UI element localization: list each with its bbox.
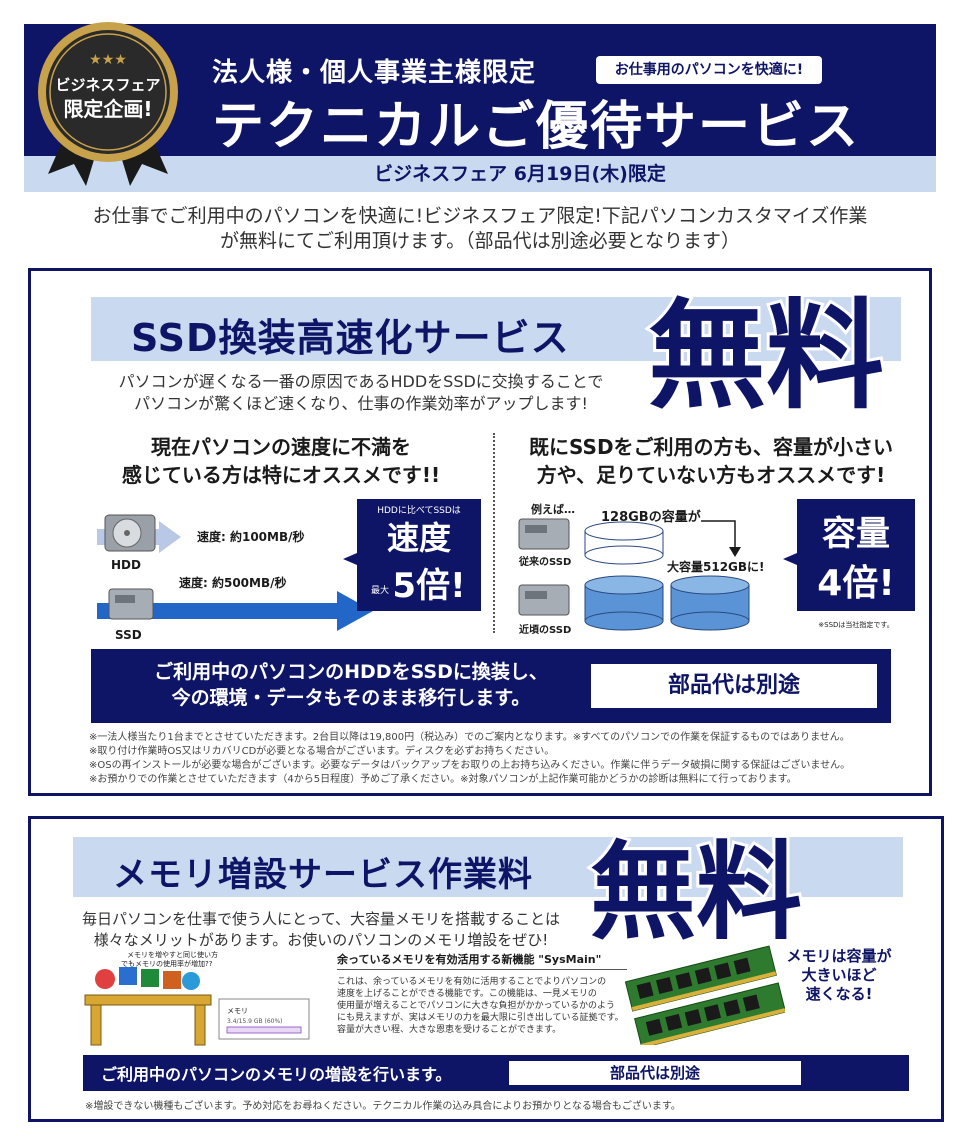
ssd-note-3: ※OSの再インストールが必要な場合がございます。必要なデータはバックアップをお取…: [89, 760, 851, 771]
free-text-ssd: 無料: [648, 287, 884, 415]
app-icon-cyan: [182, 972, 200, 990]
sysmain-block: 余っているメモリを有効活用する新機能 "SysMain" これは、余っているメモ…: [337, 951, 627, 1036]
ssd-note-1: ※一法人様当たり1台までとさせていただきます。2台目以降は19,800円（税込み…: [89, 732, 850, 743]
small-capacity-cylinder-icon: [584, 521, 664, 565]
new-ssd-icon: [518, 584, 570, 616]
sysmain-line4: にも見えますが、実はメモリの力を最大限に引き出している証拠です。: [337, 1013, 624, 1023]
ssd-label: SSD: [115, 628, 142, 642]
large-capacity-cylinder-icon-1: [584, 575, 664, 631]
medal-stars: ★★★: [89, 52, 127, 68]
sysmain-line1: これは、余っているメモリを有効に活用することでよりパソコンの: [337, 977, 607, 987]
ssd-icon: [108, 588, 154, 620]
large-capacity-cylinder-icon-2: [670, 575, 750, 631]
intro-text: お仕事でご利用中のパソコンを快適に!ビジネスフェア限定!下記パソコンカスタマイズ…: [60, 204, 900, 254]
free-badge-memory: 無料: [587, 828, 805, 945]
mem-value: 3.4/15.9 GB (60%): [227, 1018, 283, 1025]
ssd-arrow-icon: [97, 591, 373, 631]
bubble-line2: 大きいほど: [801, 966, 877, 984]
ssd-description: パソコンが遅くなる一番の原因であるHDDをSSDに交換することで パソコンが驚く…: [91, 371, 631, 415]
ssd-title: SSD換装高速化サービス: [131, 316, 570, 360]
memory-parts-label: 部品代は別途: [509, 1061, 801, 1085]
memory-title: メモリ増設サービス作業料: [113, 855, 533, 895]
capacity-badge: [797, 499, 915, 611]
memory-speech-bubble: メモリは容量が 大きいほど 速くなる!: [769, 947, 909, 1004]
medal-badge-icon: ★★★ ビジネスフェア 限定企画!: [38, 22, 178, 186]
ssd-service-section: SSD換装高速化サービス 無料 パソコンが遅くなる一番の原因であるHDDをSSD…: [28, 268, 932, 796]
header-pill-label: お仕事用のパソコンを快適に!: [596, 56, 822, 84]
medal-line1: ビジネスフェア: [55, 76, 160, 94]
memory-desc-line2: 様々なメリットがあります。お使いのパソコンのメモリ増設をぜひ!: [93, 931, 549, 949]
ssd-summary-line2: 今の環境・データもそのまま移行します。: [171, 687, 531, 709]
speed-badge-max: 最大: [371, 584, 389, 596]
right-head-line2: 方や、足りていない方もオススメです!: [536, 463, 886, 487]
old-ssd-icon: [518, 518, 570, 550]
memory-title-band: [73, 837, 903, 897]
sysmain-title: 余っているメモリを有効活用する新機能 "SysMain": [337, 951, 627, 970]
cap-badge1: 容量: [822, 514, 890, 554]
hdd-speed: 速度: 約100MB/秒: [197, 529, 305, 544]
speed-badge: [357, 499, 481, 611]
speed-badge-big2: 5倍!: [392, 566, 465, 606]
ssd-speed: 速度: 約500MB/秒: [179, 575, 287, 590]
left-head-line1: 現在パソコンの速度に不満を: [151, 435, 411, 459]
ssd-desc-line2: パソコンが驚くほど速くなり、仕事の作業効率がアップします!: [134, 394, 588, 413]
bubble-line3: 速くなる!: [805, 985, 873, 1003]
arrow-down-icon: [701, 520, 736, 549]
app-icon-orange: [163, 971, 181, 989]
hdd-icon: [104, 514, 156, 552]
new-ssd-label: 近頃のSSD: [519, 623, 571, 636]
desk-caption1: メモリを増やすと同じ使い方: [127, 950, 218, 959]
ssd-parts-label: 部品代は別途: [591, 664, 877, 708]
mem-label: メモリ: [227, 1007, 248, 1015]
cap-large-label: 大容量512GBに!: [667, 559, 765, 574]
memory-service-section: メモリ増設サービス作業料 無料 毎日パソコンを仕事で使う人にとって、大容量メモリ…: [28, 816, 944, 1122]
ssd-left-heading: 現在パソコンの速度に不満を 感じている方は特にオススメです!!: [81, 433, 481, 489]
example-label: 例えば…: [531, 502, 575, 516]
desk-caption2: でもメモリの使用率が増加??: [121, 959, 213, 968]
header-date: ビジネスフェア 6月19日(木)限定: [24, 156, 936, 192]
sysmain-body: これは、余っているメモリを有効に活用することでよりパソコンの 速度を上げることが…: [337, 976, 627, 1036]
capacity-illustration: 例えば… 128GBの容量が 従来のSSD 大容量512GBに! 近頃のSSD: [518, 499, 915, 636]
ssd-note-4: ※お預かりでの作業とさせていただきます（4から5日程度）予めご了承ください。※対…: [89, 774, 797, 785]
speed-badge-small: HDDに比べてSSDは: [377, 504, 461, 516]
ssd-note-2: ※取り付け作業時OS又はリカバリCDが必要となる場合がございます。ディスクを必ず…: [89, 746, 555, 757]
ssd-desc-line1: パソコンが遅くなる一番の原因であるHDDをSSDに交換することで: [118, 372, 604, 391]
header-target-text: 法人様・個人事業主様限定: [212, 58, 537, 88]
medal-line2: 限定企画!: [63, 97, 152, 121]
ssd-notes: ※一法人様当たり1台までとさせていただきます。2台目以降は19,800円（税込み…: [89, 731, 909, 787]
intro-line2: が無料にてご利用頂けます。（部品代は別途必要となります）: [219, 230, 741, 252]
memory-description: 毎日パソコンを仕事で使う人にとって、大容量メモリを搭載することは 様々なメリット…: [71, 909, 571, 951]
ssd-summary-text: ご利用中のパソコンのHDDをSSDに換装し、 今の環境・データもそのまま移行しま…: [121, 659, 581, 711]
ssd-title-band: [91, 297, 901, 361]
memory-note: ※増設できない機種もございます。予め対応をお尋ねください。テクニカル作業の込み具…: [85, 1101, 681, 1112]
right-head-line1: 既にSSDをご利用の方も、容量が小さい: [529, 435, 893, 459]
ssd-right-heading: 既にSSDをご利用の方も、容量が小さい 方や、足りていない方もオススメです!: [501, 433, 921, 489]
ram-module-icon: [625, 945, 785, 1045]
speed-badge-big1: 速度: [387, 519, 451, 557]
memory-desc-line1: 毎日パソコンを仕事で使う人にとって、大容量メモリを搭載することは: [81, 910, 561, 928]
desk-app-illustration: メモリを増やすと同じ使い方 でもメモリの使用率が増加?? メモリ 3.4/15.…: [84, 950, 310, 1046]
page-title: テクニカルご優待サービス: [212, 97, 861, 157]
old-ssd-label: 従来のSSD: [518, 555, 571, 568]
left-head-line2: 感じている方は特にオススメです!!: [121, 463, 441, 487]
memory-summary-text: ご利用中のパソコンのメモリの増設を行います。: [101, 1065, 452, 1084]
ssd-summary-line1: ご利用中のパソコンのHDDをSSDに換装し、: [154, 661, 548, 683]
bubble-line1: メモリは容量が: [786, 947, 892, 965]
sysmain-line3: 使用量が増えることでパソコンに大きな負担がかかっているかのよう: [337, 1001, 616, 1011]
intro-line1: お仕事でご利用中のパソコンを快適に!ビジネスフェア限定!下記パソコンカスタマイズ…: [92, 205, 868, 227]
hdd-label: HDD: [111, 558, 141, 572]
cap-badge2: 4倍!: [817, 563, 894, 604]
speed-comparison-illustration: HDD 速度: 約100MB/秒 SSD 速度: 約500MB/秒 HDDに比べ…: [97, 499, 481, 642]
column-divider: [493, 433, 495, 633]
free-badge-ssd: 無料: [645, 285, 887, 415]
app-icon-green: [141, 969, 159, 987]
sysmain-line2: 速度を上げることができる機能です。この機能は、一見メモリの: [337, 989, 597, 999]
free-text-memory: 無料: [590, 831, 802, 945]
sysmain-line5: 容量が大きい程、大きな恩恵を受けることができます。: [337, 1025, 562, 1035]
app-icon-red: [95, 969, 115, 989]
app-icon-blue: [119, 967, 137, 985]
cap-small-label: 128GBの容量が: [601, 509, 701, 525]
cap-badge-note: ※SSDは当社指定です。: [818, 620, 893, 629]
